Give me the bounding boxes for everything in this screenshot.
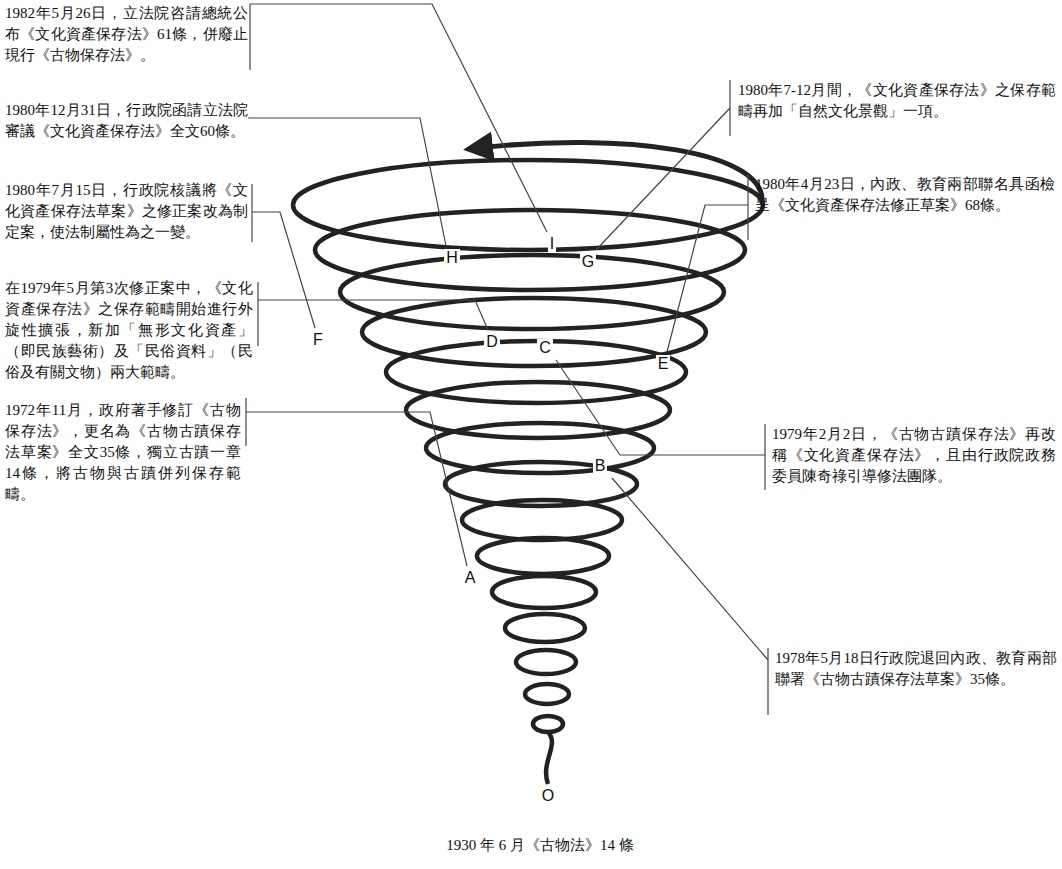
point-letter: G (580, 253, 596, 271)
callout-text: 1979年2月2日，《古物古蹟保存法》再改稱《文化資產保存法》，且由行政院政務委… (772, 424, 1056, 487)
point-letter: I (548, 235, 556, 253)
point-letter: O (540, 787, 556, 805)
point-letter: A (463, 569, 478, 587)
point-letter: B (593, 457, 608, 475)
callout-text: 1980年7-12月間，《文化資產保存法》之保存範疇再加「自然文化景觀」一項。 (738, 80, 1056, 122)
callout-text: 1982年5月26日，立法院咨請總統公布《文化資產保存法》61條，併廢止現行《古… (5, 3, 248, 66)
point-letter: C (537, 339, 553, 357)
origin-caption: 1930 年 6 月《古物法》14 條 (446, 835, 634, 855)
point-letter: E (656, 355, 671, 373)
callout-text: 在1979年5月第3次修正案中，《文化資產保存法》之保存範疇開始進行外旋性擴張，… (5, 278, 253, 383)
callout-text: 1980年4月23日，內政、教育兩部聯名具函檢呈《文化資產保存法修正草案》68條… (755, 174, 1055, 216)
point-letter: D (484, 333, 500, 351)
point-letter: H (444, 249, 460, 267)
callout-text: 1972年11月，政府著手修訂《古物保存法》，更名為《古物古蹟保存法草案》全文3… (5, 400, 241, 505)
leader-lines (246, 4, 768, 715)
point-letter: F (311, 331, 325, 349)
spiral-rings (293, 142, 763, 784)
callout-text: 1978年5月18日行政院退回內政、教育兩部聯署《古物古蹟保存法草案》35條。 (775, 648, 1057, 690)
callout-text: 1980年7月15日，行政院核議將《文化資產保存法草案》之修正案改為制定案，使法… (5, 180, 248, 243)
callout-text: 1980年12月31日，行政院函請立法院審議《文化資產保存法》全文60條。 (5, 100, 248, 142)
